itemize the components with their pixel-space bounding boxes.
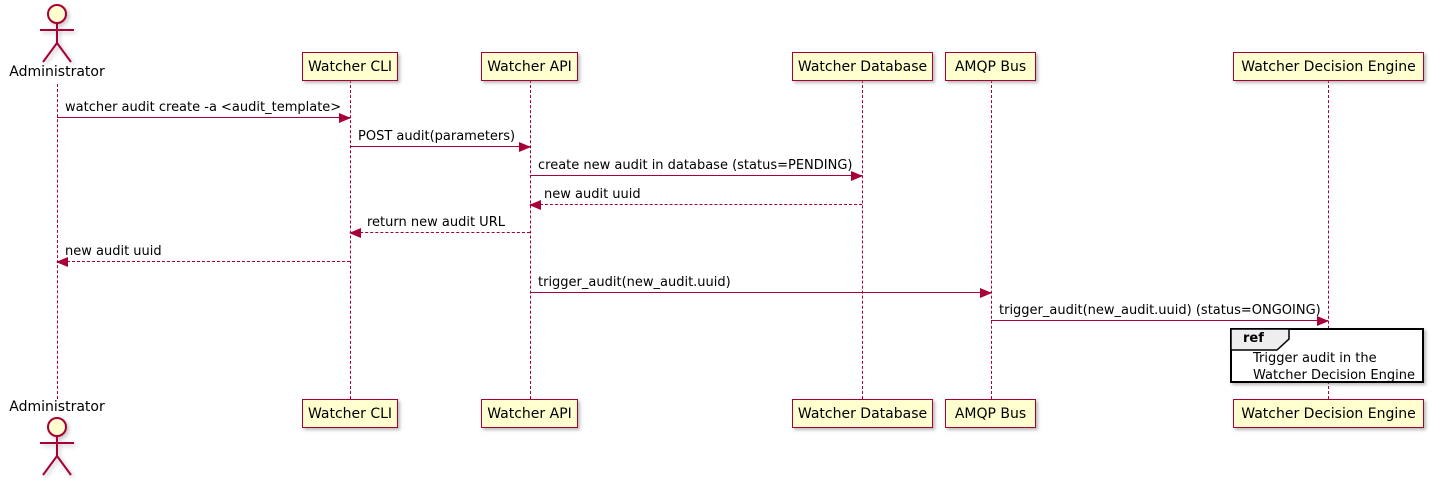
message-trigger-audit: trigger_audit(new_audit.uuid)	[530, 273, 992, 298]
participant-box-watcher-decision-engine-bottom: Watcher Decision Engine	[1233, 399, 1424, 428]
message-label: new audit uuid	[544, 187, 641, 202]
lifeline-watcher-cli	[350, 80, 351, 399]
message-label: POST audit(parameters)	[358, 129, 516, 144]
actor-label-administrator-top: Administrator	[9, 64, 105, 80]
arrowhead-right-icon	[339, 113, 351, 123]
actor-label-administrator-bottom: Administrator	[9, 399, 105, 415]
message-line	[350, 146, 530, 147]
message-label: trigger_audit(new_audit.uuid)	[538, 275, 731, 290]
participant-box-watcher-api-bottom: Watcher API	[481, 399, 578, 428]
message-label: new audit uuid	[65, 244, 162, 259]
participant-box-amqp-bus-bottom: AMQP Bus	[945, 399, 1036, 428]
arrowhead-right-icon	[980, 288, 992, 298]
lifeline-administrator	[57, 84, 58, 399]
arrowhead-left-icon	[529, 200, 541, 210]
message-create-audit-db: create new audit in database (status=PEN…	[530, 156, 863, 181]
participant-box-watcher-decision-engine-top: Watcher Decision Engine	[1233, 52, 1424, 81]
lifeline-watcher-api	[530, 80, 531, 399]
ref-keyword: ref	[1243, 331, 1264, 346]
message-line	[530, 204, 862, 205]
message-return-audit-url: return new audit URL	[349, 213, 530, 238]
message-line	[57, 117, 350, 118]
lifeline-amqp-bus	[991, 80, 992, 399]
arrowhead-left-icon	[56, 257, 68, 267]
message-new-audit-uuid-admin: new audit uuid	[56, 242, 350, 267]
participant-box-watcher-cli-top: Watcher CLI	[302, 52, 398, 81]
message-line	[530, 175, 862, 176]
message-line	[350, 232, 530, 233]
message-audit-create: watcher audit create -a <audit_template>	[57, 98, 351, 123]
lifeline-watcher-decision-engine	[1328, 80, 1329, 399]
participant-box-watcher-database-bottom: Watcher Database	[792, 399, 933, 428]
ref-fragment: ref Trigger audit in the Watcher Decisio…	[1230, 328, 1424, 383]
arrowhead-left-icon	[349, 228, 361, 238]
ref-text-line: Watcher Decision Engine	[1253, 368, 1415, 383]
participant-box-watcher-api-top: Watcher API	[481, 52, 578, 81]
message-line	[57, 261, 350, 262]
participant-box-amqp-bus-top: AMQP Bus	[945, 52, 1036, 81]
actor-icon	[40, 417, 74, 476]
message-post-audit: POST audit(parameters)	[350, 127, 531, 152]
message-label: return new audit URL	[367, 215, 505, 230]
arrowhead-right-icon	[851, 171, 863, 181]
ref-tab-shape	[1231, 329, 1290, 351]
message-label: trigger_audit(new_audit.uuid) (status=ON…	[999, 303, 1321, 318]
message-line	[530, 292, 991, 293]
arrowhead-right-icon	[1317, 316, 1329, 326]
actor-icon	[40, 4, 74, 63]
lifeline-watcher-database	[862, 80, 863, 399]
participant-box-watcher-cli-bottom: Watcher CLI	[302, 399, 398, 428]
participant-box-watcher-database-top: Watcher Database	[792, 52, 933, 81]
message-line	[991, 320, 1328, 321]
message-new-audit-uuid-db: new audit uuid	[529, 185, 862, 210]
message-trigger-audit-ongoing: trigger_audit(new_audit.uuid) (status=ON…	[991, 301, 1329, 326]
ref-text-line: Trigger audit in the	[1253, 351, 1377, 366]
message-label: watcher audit create -a <audit_template>	[65, 100, 342, 115]
arrowhead-right-icon	[519, 142, 531, 152]
message-label: create new audit in database (status=PEN…	[538, 158, 853, 173]
